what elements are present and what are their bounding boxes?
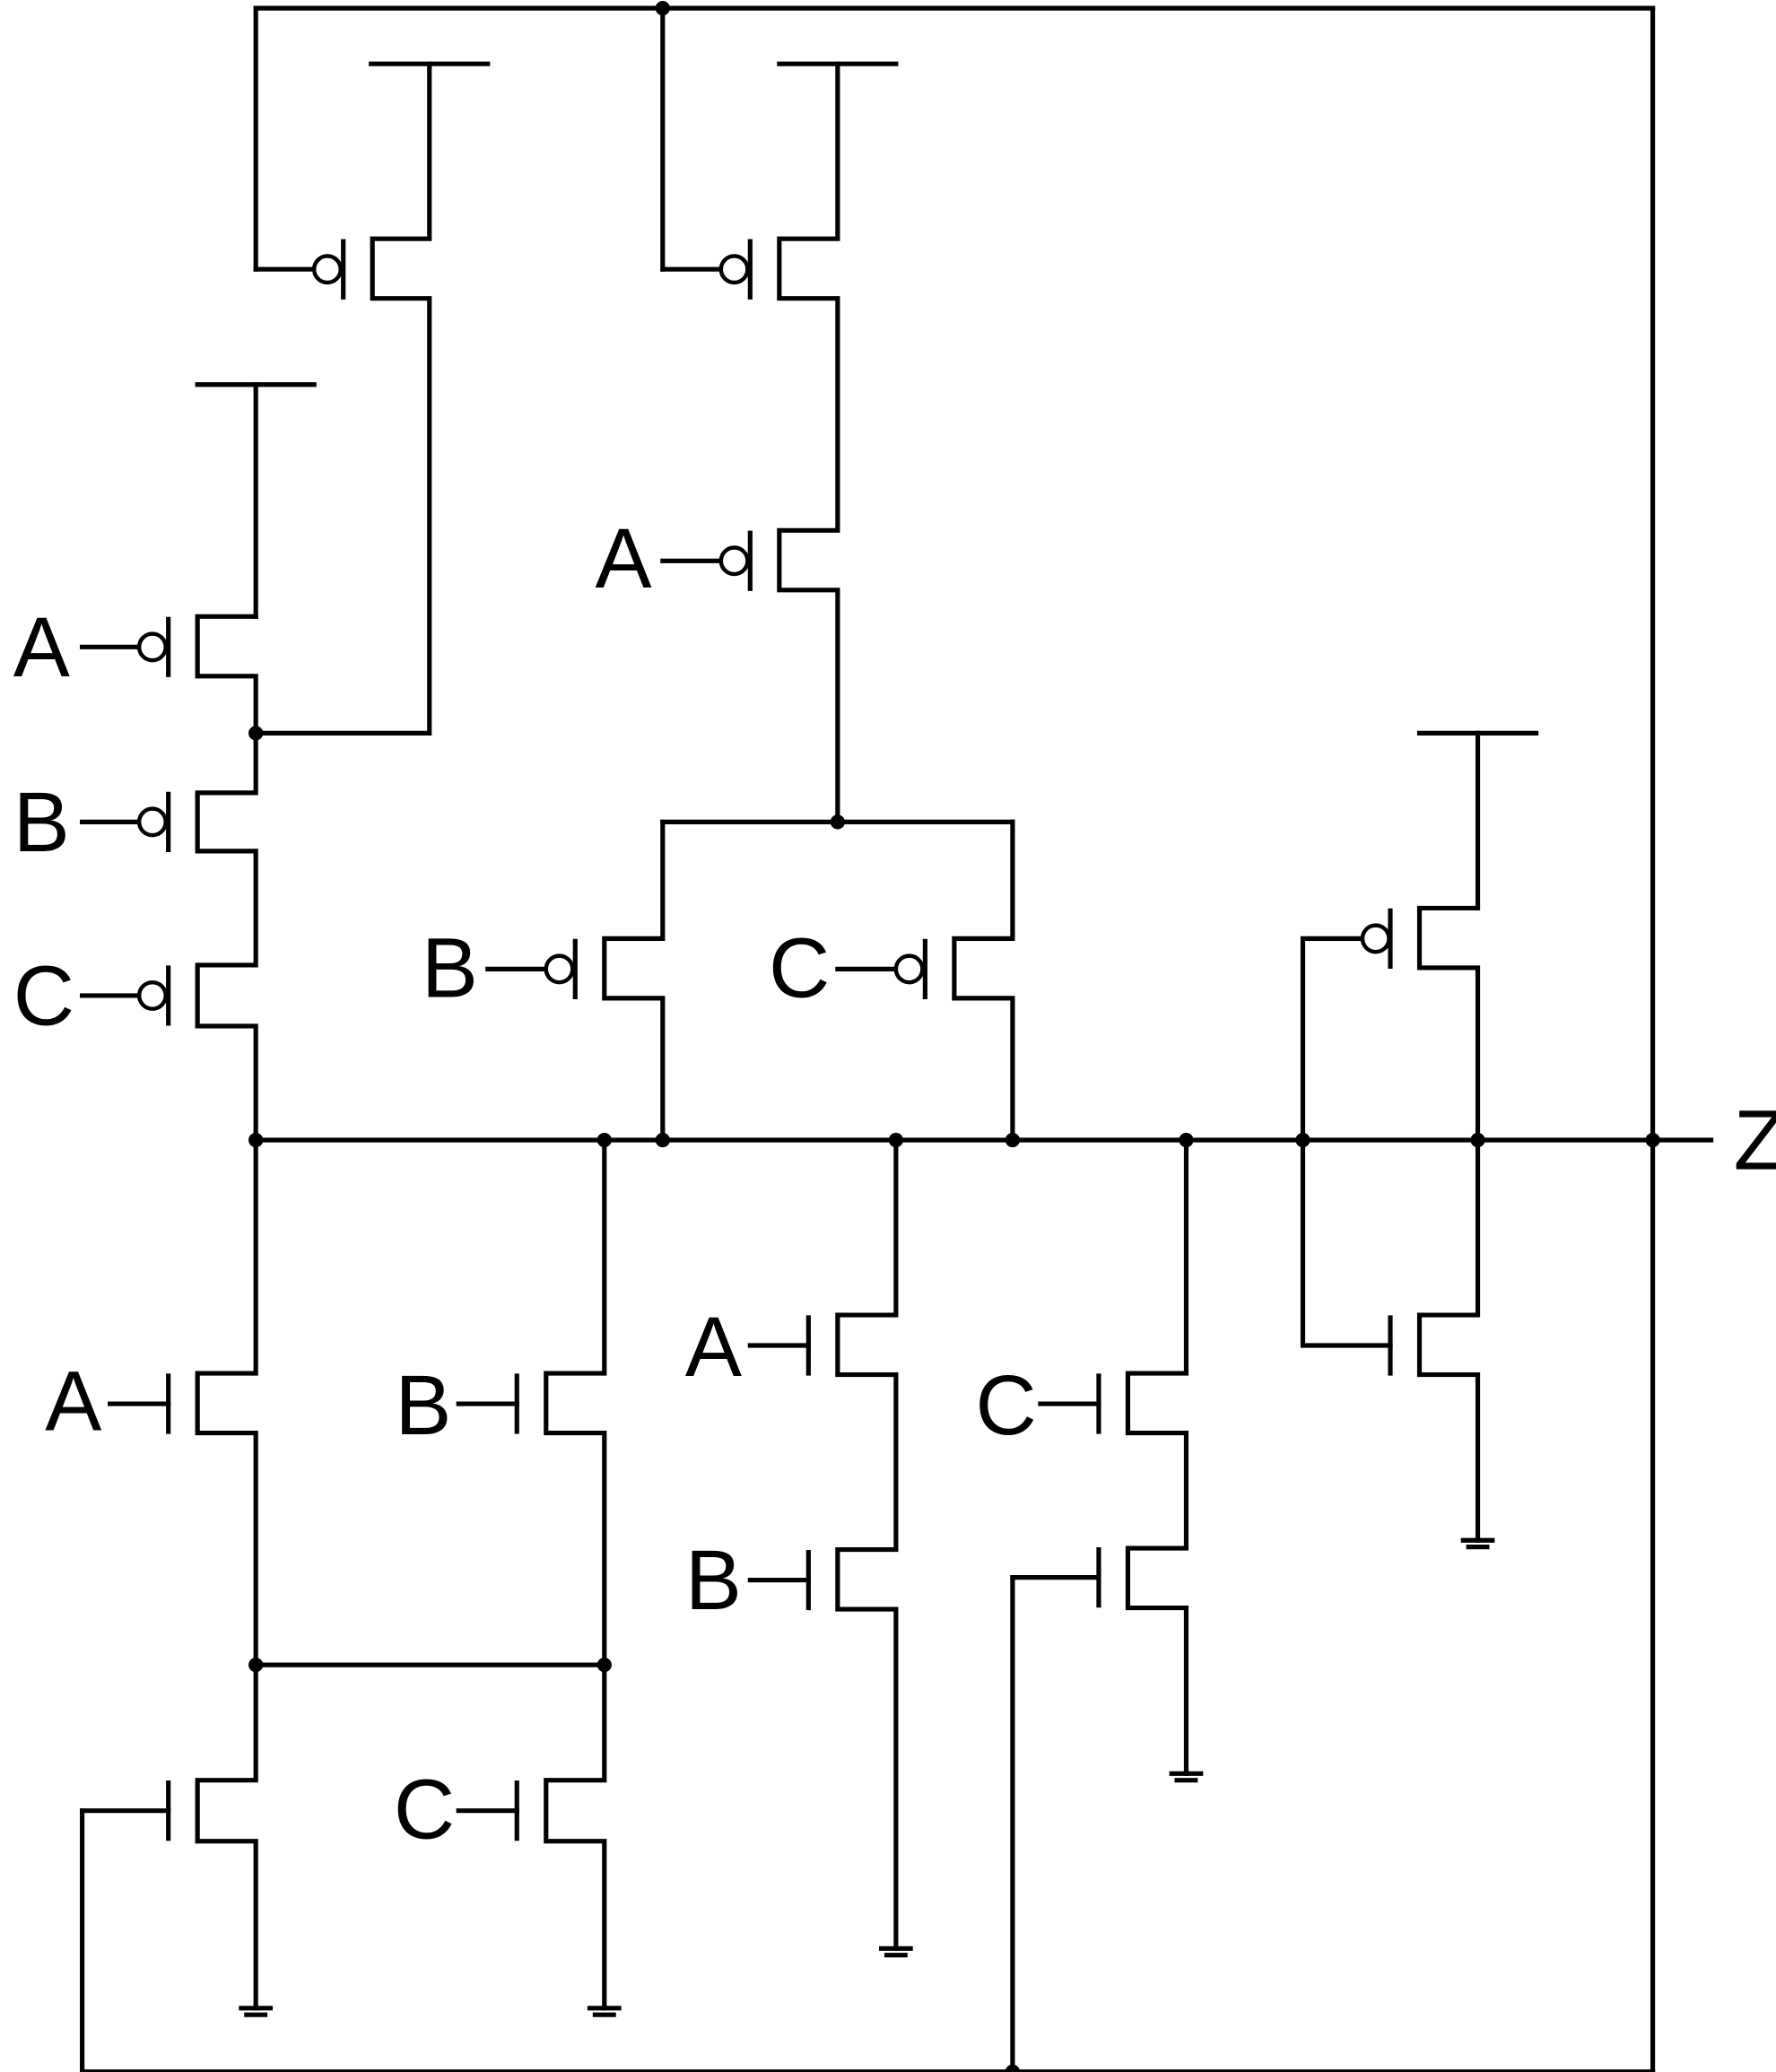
ground-icon: [1169, 1771, 1204, 1783]
label-a: A: [685, 1300, 742, 1395]
label-b: B: [685, 1533, 742, 1628]
signal-labels: A B C A B C A B A C B C Z: [13, 511, 1776, 1858]
junction-dots: [248, 0, 1660, 2072]
label-c: C: [976, 1358, 1037, 1453]
ground-icon: [239, 2006, 274, 2017]
label-c: C: [394, 1763, 455, 1858]
label-a: A: [45, 1354, 101, 1450]
label-b: B: [395, 1358, 451, 1453]
vdd-supply-bars: [195, 61, 1539, 736]
ground-icon: [1460, 1537, 1495, 1550]
ground-icon: [879, 1946, 913, 1958]
label-a: A: [595, 511, 651, 606]
label-c: C: [769, 920, 830, 1015]
pull-down-network-center: [747, 1137, 1189, 1951]
label-b: B: [422, 920, 478, 1015]
pull-down-network-left: [108, 1137, 607, 2011]
output-inverter: [1300, 730, 1481, 1543]
pull-up-network-center: [485, 61, 1015, 1143]
label-b: B: [13, 775, 70, 870]
label-a: A: [13, 600, 70, 695]
label-z: Z: [1734, 1093, 1776, 1188]
label-c: C: [13, 948, 74, 1043]
pull-up-network-left: [80, 61, 432, 1143]
feedback-wires: [80, 5, 1656, 2072]
ground-symbols: [239, 1537, 1495, 2017]
ground-icon: [587, 2006, 622, 2017]
